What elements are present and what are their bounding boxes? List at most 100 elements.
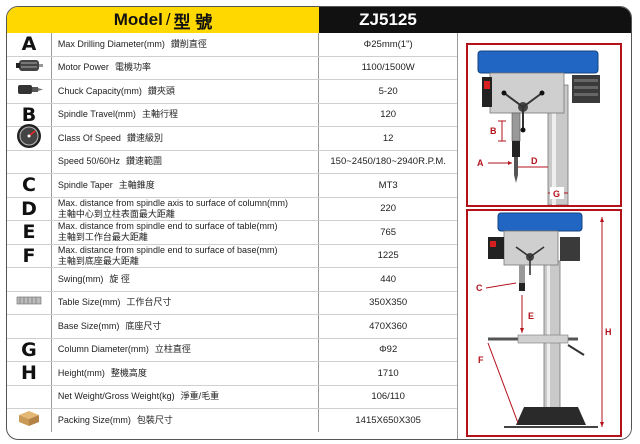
label-en: Motor Power	[57, 62, 109, 73]
row-icon-cell: E	[7, 221, 52, 244]
label-en: Speed 50/60Hz	[57, 156, 120, 167]
row-label: Column Diameter(mm)立柱直徑	[52, 338, 320, 361]
label-en: Swing(mm)	[57, 273, 104, 284]
label-en: Spindle Travel(mm)	[57, 109, 136, 120]
row-label: Motor Power 電機功率	[52, 56, 320, 79]
row-label: Class Of Speed 鑽速級別	[52, 127, 320, 150]
row-value: 1100/1500W	[361, 62, 415, 74]
row-icon-cell	[7, 123, 52, 150]
dimension-letter: A	[21, 33, 37, 56]
chuck-icon	[14, 81, 44, 102]
label-zh: 底座尺寸	[125, 320, 162, 331]
speed-gauge-icon	[14, 121, 44, 156]
label-en: Class Of Speed	[57, 132, 121, 143]
label-zh: 主軸中心到立柱表面最大距離	[57, 208, 175, 219]
dimension-letter: G	[21, 338, 37, 361]
dim-label-g: G	[553, 189, 560, 199]
motor-icon	[14, 57, 44, 78]
dimension-letter: D	[21, 197, 37, 220]
label-zh: 主軸到底座最大距離	[57, 255, 139, 266]
image-header	[457, 7, 631, 33]
row-icon-cell: H	[7, 362, 52, 385]
spec-row: G Column Diameter(mm)立柱直徑 Φ92	[7, 338, 457, 362]
dimension-letter: E	[22, 221, 36, 244]
row-label: Max Drilling Diameter(mm)鑽削直徑	[52, 33, 320, 56]
row-value: 106/110	[371, 391, 405, 403]
label-zh: 工作台尺寸	[126, 297, 172, 308]
drill-head-diagram: B A D G	[477, 50, 600, 206]
dim-label-b: B	[490, 126, 497, 136]
label-zh: 鑽削直徑	[170, 38, 207, 49]
row-icon-cell	[7, 80, 52, 103]
label-zh: 鑽速範圍	[125, 156, 162, 167]
label-zh: 旋 徑	[109, 273, 130, 284]
label-en: Spindle Taper	[57, 179, 113, 190]
row-value: 1225	[377, 250, 399, 262]
row-label: Max. distance from spindle end to surfac…	[52, 221, 320, 244]
spec-row: F Max. distance from spindle end to surfa…	[7, 244, 457, 268]
row-icon-cell	[7, 315, 52, 338]
diagram-bottom-frame: C E H F	[466, 209, 622, 437]
row-label: Max. distance from spindle end to surfac…	[52, 244, 320, 267]
row-icon-cell	[7, 150, 52, 173]
spec-row: Swing(mm) 旋 徑 440	[7, 268, 457, 292]
model-label: Model	[113, 10, 163, 29]
row-label: Table Size(mm)工作台尺寸	[52, 291, 320, 314]
dimension-letter: F	[22, 244, 36, 267]
row-value: 350X350	[369, 297, 408, 309]
model-number: ZJ5125	[319, 7, 457, 33]
label-en: Chuck Capacity(mm)	[57, 85, 142, 96]
row-value: MT3	[378, 179, 398, 191]
spec-row: Net Weight/Gross Weight(kg) 淨重/毛重 106/110	[7, 385, 457, 409]
spec-row: Table Size(mm)工作台尺寸 350X350	[7, 291, 457, 315]
row-value: 1415X650X305	[355, 414, 421, 426]
row-icon-cell	[7, 56, 52, 79]
spec-row: A Max Drilling Diameter(mm)鑽削直徑 Φ25mm(1")	[7, 33, 457, 57]
row-label: Chuck Capacity(mm) 鑽夾頭	[52, 80, 320, 103]
row-value: 220	[380, 203, 397, 215]
row-icon-cell: G	[7, 338, 52, 361]
row-value: 1710	[377, 367, 399, 379]
label-zh: 淨重/毛重	[180, 391, 220, 402]
label-en: Net Weight/Gross Weight(kg)	[57, 391, 175, 402]
label-zh: 鑽夾頭	[147, 85, 175, 96]
row-value: 5-20	[378, 85, 398, 97]
label-en: Packing Size(mm)	[57, 414, 131, 425]
label-en: Max. distance from spindle end to surfac…	[57, 221, 278, 232]
row-icon-cell: F	[7, 244, 52, 267]
row-label: Speed 50/60Hz 鑽速範圍	[52, 150, 320, 173]
row-value: 12	[382, 132, 394, 144]
dim-label-e: E	[528, 311, 534, 321]
row-label: Base Size(mm) 底座尺寸	[52, 315, 320, 338]
label-en: Height(mm)	[57, 367, 105, 378]
dim-label-c: C	[476, 283, 483, 293]
row-value: 150~2450/180~2940R.P.M.	[330, 156, 446, 168]
label-zh: 包裝尺寸	[136, 414, 173, 425]
label-en: Column Diameter(mm)	[57, 344, 149, 355]
label-en: Base Size(mm)	[57, 320, 120, 331]
dim-label-d: D	[531, 156, 538, 166]
row-label: Spindle Travel(mm)主軸行程	[52, 103, 320, 126]
row-icon-cell	[7, 385, 52, 408]
dimension-letter: C	[21, 174, 36, 197]
row-label: Height(mm)整機高度	[52, 362, 320, 385]
label-zh: 鑽速級別	[126, 132, 163, 143]
row-icon-cell: A	[7, 33, 52, 56]
spec-row: Packing Size(mm) 包裝尺寸 1415X650X305	[7, 409, 457, 432]
row-value: 765	[380, 226, 397, 238]
row-value: 440	[380, 273, 397, 285]
row-value: Φ25mm(1")	[363, 38, 413, 50]
spec-row: H Height(mm)整機高度 1710	[7, 362, 457, 386]
box-icon	[14, 409, 44, 432]
row-icon-cell	[7, 268, 52, 291]
dimension-letter: B	[21, 103, 37, 126]
spec-row: Speed 50/60Hz 鑽速範圍 150~2450/180~2940R.P.M.	[7, 150, 457, 174]
label-zh: 電機功率	[114, 62, 151, 73]
row-icon-cell	[7, 409, 52, 432]
row-value: Φ92	[379, 344, 398, 356]
label-en: Max. distance from spindle axis to surfa…	[57, 197, 288, 208]
label-en: Max. distance from spindle end to surfac…	[57, 244, 278, 255]
spec-row: Class Of Speed 鑽速級別 12	[7, 123, 457, 151]
dimension-letter: H	[21, 362, 37, 385]
